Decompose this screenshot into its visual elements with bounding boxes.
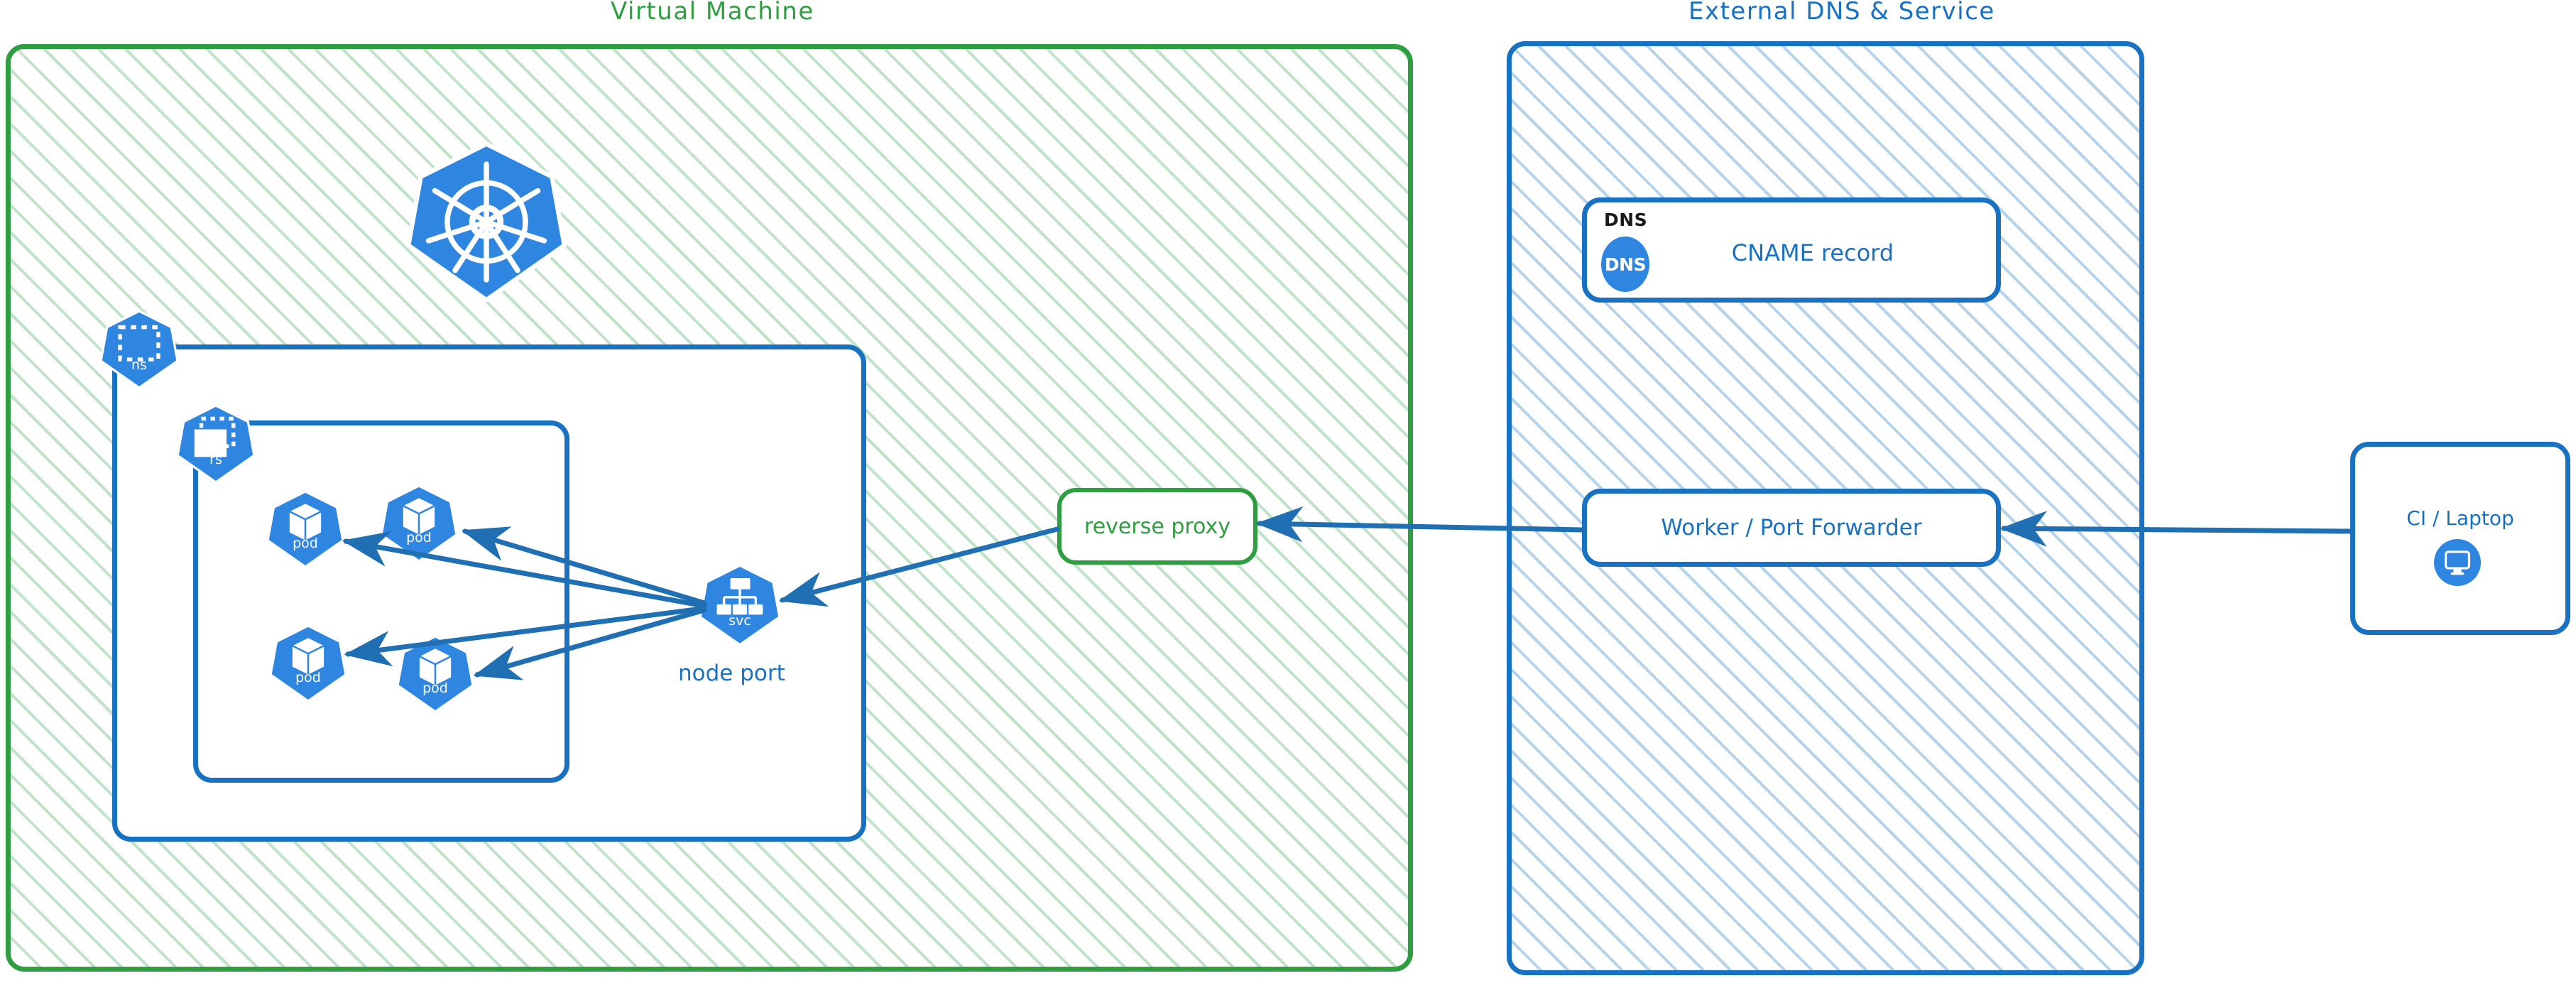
ci-laptop-box[interactable]: CI / Laptop <box>2350 442 2570 635</box>
node-port-label: node port <box>678 661 785 686</box>
group-virtual-machine-title: Virtual Machine <box>611 0 814 26</box>
dns-cname-card[interactable]: DNS DNS CNAME record <box>1582 197 2001 303</box>
worker-port-forwarder-label: Worker / Port Forwarder <box>1661 515 1922 541</box>
group-external-dns-service-title: External DNS & Service <box>1688 0 1995 26</box>
worker-port-forwarder-box[interactable]: Worker / Port Forwarder <box>1582 489 2001 567</box>
dns-badge-icon: DNS <box>1601 237 1649 292</box>
reverse-proxy-label: reverse proxy <box>1084 514 1230 539</box>
cname-record-label: CNAME record <box>1731 239 1894 266</box>
ci-laptop-label: CI / Laptop <box>2406 506 2514 530</box>
pod-icon-4[interactable]: pod <box>396 635 474 713</box>
dns-corner-label: DNS <box>1604 210 1648 230</box>
pod-icon-1[interactable]: pod <box>266 490 344 568</box>
desktop-monitor-icon <box>2434 539 2481 586</box>
pod-icon-2[interactable]: pod <box>380 484 458 563</box>
namespace-icon[interactable]: ns <box>99 310 179 389</box>
service-icon[interactable]: svc <box>699 564 781 646</box>
replicaset-icon[interactable]: rs <box>176 404 256 484</box>
kubernetes-logo-icon <box>405 141 567 303</box>
pod-icon-3[interactable]: pod <box>269 624 347 702</box>
reverse-proxy-box[interactable]: reverse proxy <box>1057 488 1257 565</box>
